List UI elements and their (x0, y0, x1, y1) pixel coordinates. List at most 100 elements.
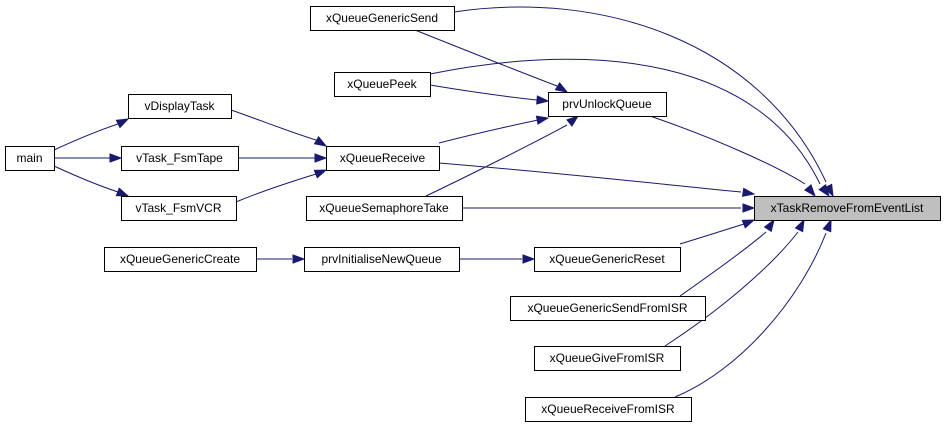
node-box (128, 94, 232, 119)
edge-line (438, 119, 539, 144)
node-box (326, 146, 440, 171)
node-prvInitialiseNewQueue[interactable]: prvInitialiseNewQueue (304, 247, 460, 272)
edge-vTask_FsmVCR-to-xQueueReceive (235, 169, 328, 203)
node-box (304, 247, 460, 272)
edge-line (53, 165, 119, 193)
arrowhead (115, 187, 130, 197)
arrowhead (314, 153, 328, 163)
edge-line (649, 115, 806, 185)
edge-line (453, 6, 827, 183)
node-box (510, 296, 706, 321)
arrowhead (804, 184, 816, 198)
edge-line (235, 173, 317, 203)
edges-layer (53, 6, 834, 398)
edge-line (230, 109, 317, 141)
edge-xQueueReceiveFromISR-to-xTaskRemoveFromEventList (674, 218, 832, 398)
edge-line (438, 162, 742, 193)
node-label: vDisplayTask (144, 99, 215, 113)
node-label: xQueueGenericSend (326, 11, 438, 25)
node-prvUnlockQueue[interactable]: prvUnlockQueue (548, 92, 667, 117)
node-vTask_FsmVCR[interactable]: vTask_FsmVCR (121, 196, 237, 221)
node-label: vTask_FsmTape (136, 151, 223, 165)
edge-line (425, 124, 568, 197)
node-box (334, 72, 431, 97)
edge-main-to-vTask_FsmVCR (53, 165, 130, 197)
arrowhead (313, 136, 328, 147)
node-box (534, 346, 681, 371)
node-label: xQueuePeek (347, 77, 417, 91)
arrowhead (741, 219, 756, 229)
node-label: xTaskRemoveFromEventList (771, 201, 924, 215)
edge-line (429, 58, 821, 185)
edge-xQueuePeek-to-prvUnlockQueue (429, 84, 550, 105)
arrowhead (522, 254, 536, 264)
arrowhead (313, 169, 328, 179)
edge-prvInitialiseNewQueue-to-xQueueGenericReset (459, 254, 536, 264)
node-xQueueGenericReset[interactable]: xQueueGenericReset (534, 247, 681, 272)
node-box (754, 196, 941, 221)
node-box (121, 196, 237, 221)
edge-main-to-vDisplayTask (53, 118, 130, 151)
node-xQueueGenericSend[interactable]: xQueueGenericSend (310, 6, 455, 31)
edge-xQueueGenericSendFromISR-to-xTaskRemoveFromEventList (679, 218, 775, 297)
edge-vDisplayTask-to-xQueueReceive (230, 109, 328, 147)
node-box (310, 6, 455, 31)
node-box (5, 146, 55, 171)
node-vDisplayTask[interactable]: vDisplayTask (128, 94, 232, 119)
arrowhead (818, 183, 830, 198)
node-box (306, 196, 463, 221)
node-box (534, 247, 681, 272)
edge-xQueueGenericSend-to-prvUnlockQueue (414, 29, 569, 93)
edge-xQueueGiveFromISR-to-xTaskRemoveFromEventList (664, 218, 805, 347)
node-xQueueSemaphoreTake[interactable]: xQueueSemaphoreTake (306, 196, 463, 221)
edge-line (679, 223, 745, 245)
node-xQueueGiveFromISR[interactable]: xQueueGiveFromISR (534, 346, 681, 371)
node-label: xQueueGiveFromISR (550, 351, 665, 365)
edge-line (674, 232, 827, 398)
nodes-layer: xQueueGenericSend xQueuePeek vDisplayTask p… (5, 6, 941, 422)
node-xTaskRemoveFromEventList[interactable]: xTaskRemoveFromEventList (754, 196, 941, 221)
node-label: xQueueReceive (340, 151, 426, 165)
edge-line (664, 231, 799, 347)
node-box (121, 146, 239, 171)
node-label: vTask_FsmVCR (135, 201, 221, 215)
arrowhead (535, 115, 550, 125)
edge-main-to-vTask_FsmTape (53, 153, 123, 163)
edge-xQueueSemaphoreTake-to-xTaskRemoveFromEventList (461, 203, 756, 213)
node-xQueueReceiveFromISR[interactable]: xQueueReceiveFromISR (525, 397, 692, 422)
edge-xQueueReceive-to-prvUnlockQueue (438, 115, 550, 144)
arrowhead (566, 115, 580, 127)
arrowhead (794, 218, 805, 233)
arrowhead (109, 153, 123, 163)
edge-prvUnlockQueue-to-xTaskRemoveFromEventList (649, 115, 816, 198)
arrowhead (536, 95, 550, 105)
node-box (104, 247, 257, 272)
edge-vTask_FsmTape-to-xQueueReceive (237, 153, 328, 163)
node-label: xQueueSemaphoreTake (319, 201, 449, 215)
node-xQueueGenericCreate[interactable]: xQueueGenericCreate (104, 247, 257, 272)
node-label: xQueueGenericReset (549, 252, 665, 266)
arrowhead (822, 218, 832, 233)
node-label: main (16, 151, 42, 165)
edge-xQueuePeek-to-xTaskRemoveFromEventList (429, 58, 830, 198)
node-main[interactable]: main (5, 146, 55, 171)
edge-line (53, 123, 119, 151)
node-xQueueReceive[interactable]: xQueueReceive (326, 146, 440, 171)
edge-xQueueReceive-to-xTaskRemoveFromEventList (438, 162, 756, 197)
node-label: xQueueReceiveFromISR (541, 402, 675, 416)
arrowhead (742, 203, 756, 213)
node-xQueuePeek[interactable]: xQueuePeek (334, 72, 431, 97)
arrowhead (292, 254, 306, 264)
node-label: xQueueGenericCreate (120, 252, 240, 266)
edge-xQueueGenericCreate-to-prvInitialiseNewQueue (256, 254, 306, 264)
arrowhead (554, 82, 569, 93)
edge-line (679, 231, 767, 297)
node-label: prvUnlockQueue (562, 97, 652, 111)
node-vTask_FsmTape[interactable]: vTask_FsmTape (121, 146, 239, 171)
arrowhead (741, 187, 756, 197)
edge-xQueueSemaphoreTake-to-prvUnlockQueue (425, 115, 580, 197)
node-label: prvInitialiseNewQueue (321, 252, 441, 266)
edge-line (414, 29, 558, 87)
node-xQueueGenericSendFromISR[interactable]: xQueueGenericSendFromISR (510, 296, 706, 321)
